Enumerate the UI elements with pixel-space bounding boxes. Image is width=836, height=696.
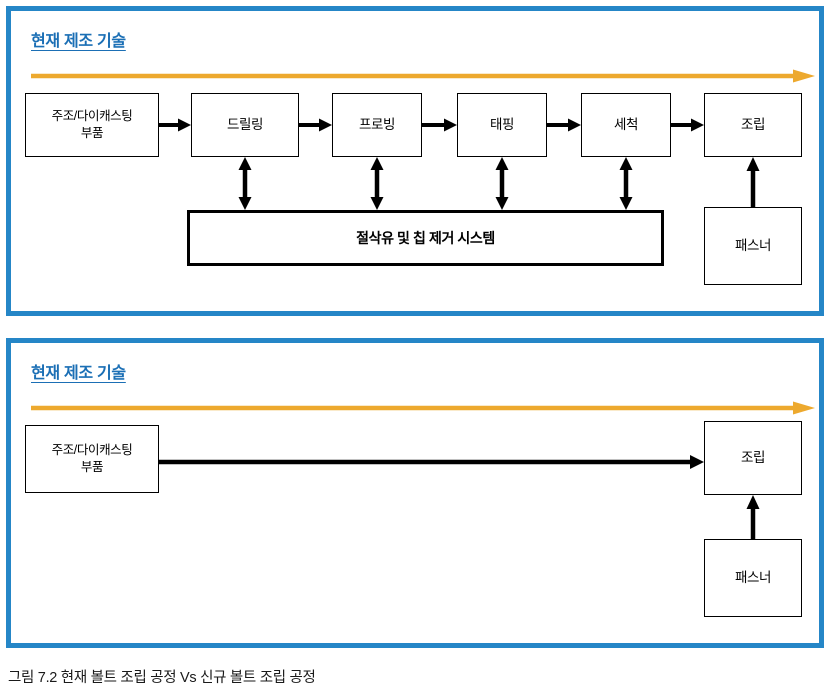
box-assembly[interactable]: 조립 — [704, 93, 802, 157]
connector-casting-to-drilling — [159, 118, 191, 132]
box-fastener[interactable]: 패스너 — [704, 539, 802, 617]
box-tapping-label: 태핑 — [489, 116, 515, 132]
box-drilling[interactable]: 드릴링 — [191, 93, 299, 157]
connector-fastener-to-assembly — [746, 495, 760, 539]
box-casting-parts-line1: 주조/다이캐스팅 — [51, 109, 133, 124]
box-drilling-label: 드릴링 — [226, 116, 264, 132]
box-coolant-chip-system[interactable]: 절삭유 및 칩 제거 시스템 — [187, 210, 664, 266]
box-fastener[interactable]: 패스너 — [704, 207, 802, 285]
connector-probing-to-tapping — [422, 118, 457, 132]
connector-tapping-to-cleaning — [547, 118, 581, 132]
box-assembly-label: 조립 — [740, 116, 766, 132]
box-assembly[interactable]: 조립 — [704, 421, 802, 495]
figure-caption: 그림 7.2 현재 볼트 조립 공정 Vs 신규 볼트 조립 공정 — [8, 670, 316, 686]
box-fastener-label: 패스너 — [734, 237, 772, 253]
connector-fastener-to-assembly — [746, 157, 760, 207]
box-casting-parts-line2: 부품 — [80, 126, 104, 140]
connector-tapping-to-system — [495, 157, 509, 210]
connector-drilling-to-system — [238, 157, 252, 210]
panel-title-current: 현재 제조 기술 — [31, 33, 126, 50]
box-casting-parts-label: 주조/다이캐스팅 부품 — [52, 442, 133, 476]
box-tapping[interactable]: 태핑 — [457, 93, 547, 157]
connector-cleaning-to-assembly — [671, 118, 704, 132]
box-casting-parts-line2: 부품 — [80, 460, 104, 474]
box-coolant-chip-system-label: 절삭유 및 칩 제거 시스템 — [356, 230, 495, 246]
panel-new-process: 현재 제조 기술 주조/다이캐스팅 부품 조립 패스너 — [6, 338, 824, 648]
box-fastener-label: 패스너 — [734, 569, 772, 585]
connector-drilling-to-probing — [299, 118, 332, 132]
panel-title-new: 현재 제조 기술 — [31, 365, 126, 382]
process-timeline-arrow-icon — [31, 401, 815, 415]
connector-probing-to-system — [370, 157, 384, 210]
connector-casting-to-assembly — [159, 455, 704, 469]
box-probing-label: 프로빙 — [358, 116, 396, 132]
box-assembly-label: 조립 — [740, 449, 766, 465]
process-timeline-arrow-icon — [31, 69, 815, 83]
box-casting-parts-label: 주조/다이캐스팅 부품 — [52, 108, 133, 142]
connector-cleaning-to-system — [619, 157, 633, 210]
panel-current-process: 현재 제조 기술 주조/다이캐스팅 부품 드릴링 프로빙 태핑 세척 조립 패스… — [6, 6, 824, 316]
box-casting-parts-line1: 주조/다이캐스팅 — [51, 443, 133, 458]
box-casting-parts[interactable]: 주조/다이캐스팅 부품 — [25, 425, 159, 493]
box-casting-parts[interactable]: 주조/다이캐스팅 부품 — [25, 93, 159, 157]
box-cleaning[interactable]: 세척 — [581, 93, 671, 157]
box-cleaning-label: 세척 — [613, 116, 639, 132]
box-probing[interactable]: 프로빙 — [332, 93, 422, 157]
